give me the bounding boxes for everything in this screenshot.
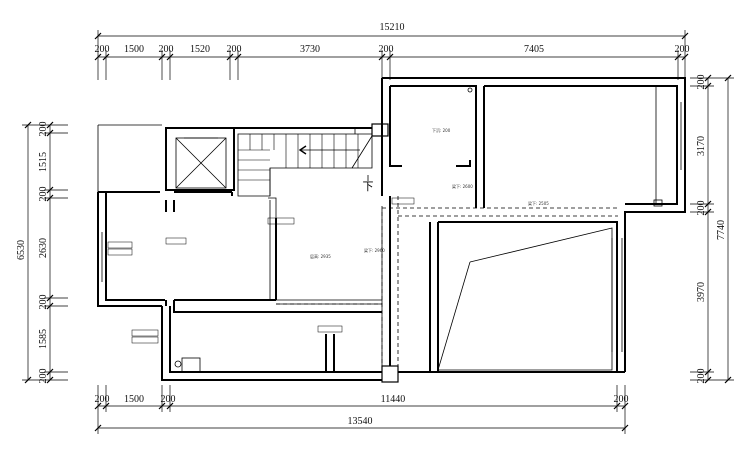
top-dim-0: 200 [95, 44, 110, 55]
tag-left-1 [107, 241, 133, 249]
tag-stair [267, 217, 295, 225]
walls: 下 [97, 77, 686, 383]
top-dimension-chain: 15210 200 1500 200 1520 200 3730 200 740… [95, 22, 690, 80]
top-dim-4: 200 [227, 44, 242, 55]
left-dim-5: 1585 [38, 329, 49, 349]
right-total-dimension: 7740 [716, 220, 727, 240]
left-dim-2: 200 [38, 187, 49, 202]
tag-bottom [317, 325, 343, 333]
staircase [237, 123, 389, 197]
left-dim-4: 200 [38, 295, 49, 310]
bottom-dim-0: 200 [95, 394, 110, 405]
bottom-dim-4: 200 [614, 394, 629, 405]
top-total-dimension: 15210 [380, 22, 405, 33]
top-dim-5: 3730 [300, 44, 320, 55]
tag-outside-2 [131, 336, 159, 344]
right-dim-2: 200 [696, 201, 707, 216]
left-dim-3: 2630 [38, 238, 49, 258]
top-dim-7: 7405 [524, 44, 544, 55]
left-dim-1: 1515 [38, 152, 49, 172]
room-height-label: 层高: 2935 [310, 253, 331, 259]
right-dimension-chain: 200 3170 200 3970 200 7740 [690, 75, 734, 384]
top-dim-3: 1520 [190, 44, 210, 55]
tag-center [391, 197, 415, 205]
tag-left-2 [107, 248, 133, 256]
top-dim-6: 200 [379, 44, 394, 55]
beam-right-room-label: 梁下: 2600 [452, 183, 473, 189]
top-dim-8: 200 [675, 44, 690, 55]
bottom-dimension-chain: 200 1500 200 11440 200 13540 [95, 385, 629, 434]
sunken-floor-label: 下沉: 200 [432, 127, 451, 133]
bottom-dim-3: 11440 [381, 394, 406, 405]
plan-tags [107, 197, 415, 344]
right-dim-3: 3970 [696, 282, 707, 302]
top-dim-1: 1500 [124, 44, 144, 55]
left-total-dimension: 6530 [16, 240, 27, 260]
tag-outside-1 [131, 329, 159, 337]
left-dim-6: 200 [38, 369, 49, 384]
left-dim-0: 200 [38, 122, 49, 137]
stair-down-label: 下 [363, 180, 374, 193]
top-dim-2: 200 [159, 44, 174, 55]
bottom-dim-2: 200 [161, 394, 176, 405]
right-dim-4: 200 [696, 369, 707, 384]
bottom-total-dimension: 13540 [348, 416, 373, 427]
beam-right-corridor-label: 梁下: 2505 [528, 200, 549, 206]
bottom-dim-1: 1500 [124, 394, 144, 405]
tag-middle [165, 237, 187, 245]
right-dim-0: 200 [696, 75, 707, 90]
beam-center-label: 梁下: 2960 [364, 247, 385, 253]
right-dim-1: 3170 [696, 136, 707, 156]
left-dimension-chain: 6530 200 1515 200 2630 200 1585 200 [16, 122, 68, 384]
